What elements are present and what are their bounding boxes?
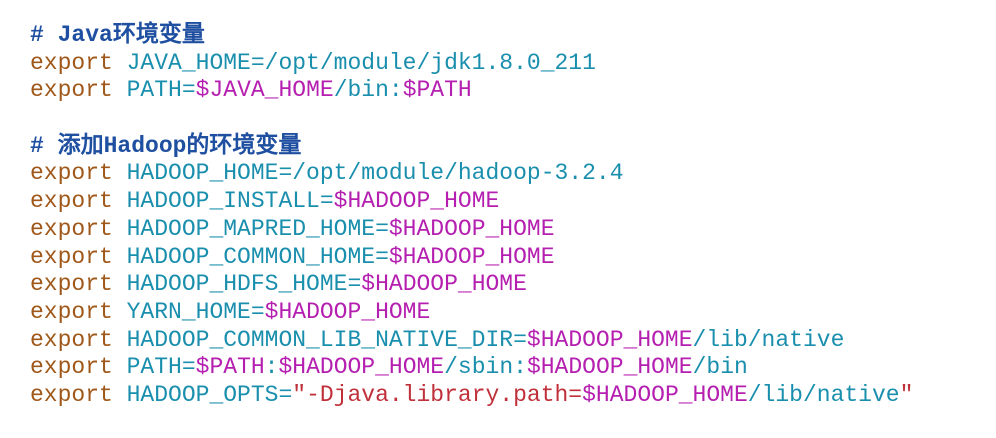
code-token-var: YARN_HOME= [112, 298, 265, 325]
code-token-keyword: export [30, 381, 113, 408]
code-token-var: /sbin: [444, 354, 527, 381]
code-token-ref: $HADOOP_HOME [264, 298, 431, 325]
code-token-var: HADOOP_OPTS= [112, 381, 293, 408]
code-line: export HADOOP_HDFS_HOME=$HADOOP_HOME [30, 271, 913, 299]
code-token-var: HADOOP_MAPRED_HOME= [112, 215, 389, 242]
code-line: export PATH=$PATH:$HADOOP_HOME/sbin:$HAD… [30, 354, 913, 382]
code-token-comment: # 添加Hadoop的环境变量 [30, 132, 302, 159]
code-token-var: /bin [692, 354, 748, 381]
code-token-var: /bin: [333, 77, 403, 104]
code-token-ref: $HADOOP_HOME [361, 271, 527, 298]
code-token-ref: $HADOOP_HOME [526, 354, 693, 381]
code-token-keyword: export [30, 188, 113, 215]
code-line: export HADOOP_INSTALL=$HADOOP_HOME [30, 188, 913, 216]
code-token-var: PATH= [112, 354, 196, 381]
code-token-keyword: export [30, 354, 113, 381]
code-token-ref: $HADOOP_HOME [388, 215, 555, 242]
code-token-var: HADOOP_COMMON_HOME= [112, 243, 389, 270]
code-token-var: : [264, 354, 279, 381]
code-line: export HADOOP_COMMON_LIB_NATIVE_DIR=$HAD… [30, 327, 913, 355]
code-token-var: HADOOP_HDFS_HOME= [112, 271, 362, 298]
code-line: export HADOOP_COMMON_HOME=$HADOOP_HOME [30, 244, 913, 272]
code-token-var: /lib/native [692, 326, 845, 353]
code-token-ref: $HADOOP_HOME [333, 188, 500, 215]
code-line: # Java环境变量 [30, 22, 913, 50]
code-token-keyword: export [30, 49, 113, 76]
code-token-var: HADOOP_HOME=/opt/module/hadoop-3.2.4 [112, 160, 624, 187]
code-token-ref: $PATH [402, 77, 472, 104]
code-line: export JAVA_HOME=/opt/module/jdk1.8.0_21… [30, 50, 913, 78]
code-token-ref: $HADOOP_HOME [388, 243, 555, 270]
code-token-keyword: export [30, 215, 113, 242]
code-line: export HADOOP_HOME=/opt/module/hadoop-3.… [30, 160, 913, 188]
code-token-comment: # Java环境变量 [30, 22, 205, 48]
code-token-keyword: export [30, 326, 113, 353]
code-token-var: HADOOP_INSTALL= [112, 188, 334, 215]
code-token-ref: $PATH [195, 354, 265, 381]
code-token-ref: $JAVA_HOME [195, 77, 334, 104]
code-token-keyword: export [30, 77, 113, 104]
code-token-var: /lib/native [747, 381, 900, 408]
code-token-keyword: export [30, 298, 113, 325]
code-token-ref: $HADOOP_HOME [526, 326, 693, 353]
code-line [30, 105, 913, 133]
code-token-str: "-Djava.library.path= [292, 381, 583, 408]
code-token-keyword: export [30, 243, 113, 270]
code-line: export HADOOP_OPTS="-Djava.library.path=… [30, 382, 913, 410]
code-line: export PATH=$JAVA_HOME/bin:$PATH [30, 77, 913, 105]
code-token-str: " [899, 381, 914, 408]
code-token-keyword: export [30, 160, 113, 187]
code-token-var: HADOOP_COMMON_LIB_NATIVE_DIR= [112, 326, 527, 353]
code-line: # 添加Hadoop的环境变量 [30, 133, 913, 161]
code-token-ref: $HADOOP_HOME [278, 354, 445, 381]
code-token-ref: $HADOOP_HOME [582, 381, 748, 408]
code-token-keyword: export [30, 271, 113, 298]
code-token-var: PATH= [112, 77, 196, 104]
code-token-var: JAVA_HOME=/opt/module/jdk1.8.0_211 [112, 49, 596, 76]
code-line: export HADOOP_MAPRED_HOME=$HADOOP_HOME [30, 216, 913, 244]
code-line: export YARN_HOME=$HADOOP_HOME [30, 299, 913, 327]
